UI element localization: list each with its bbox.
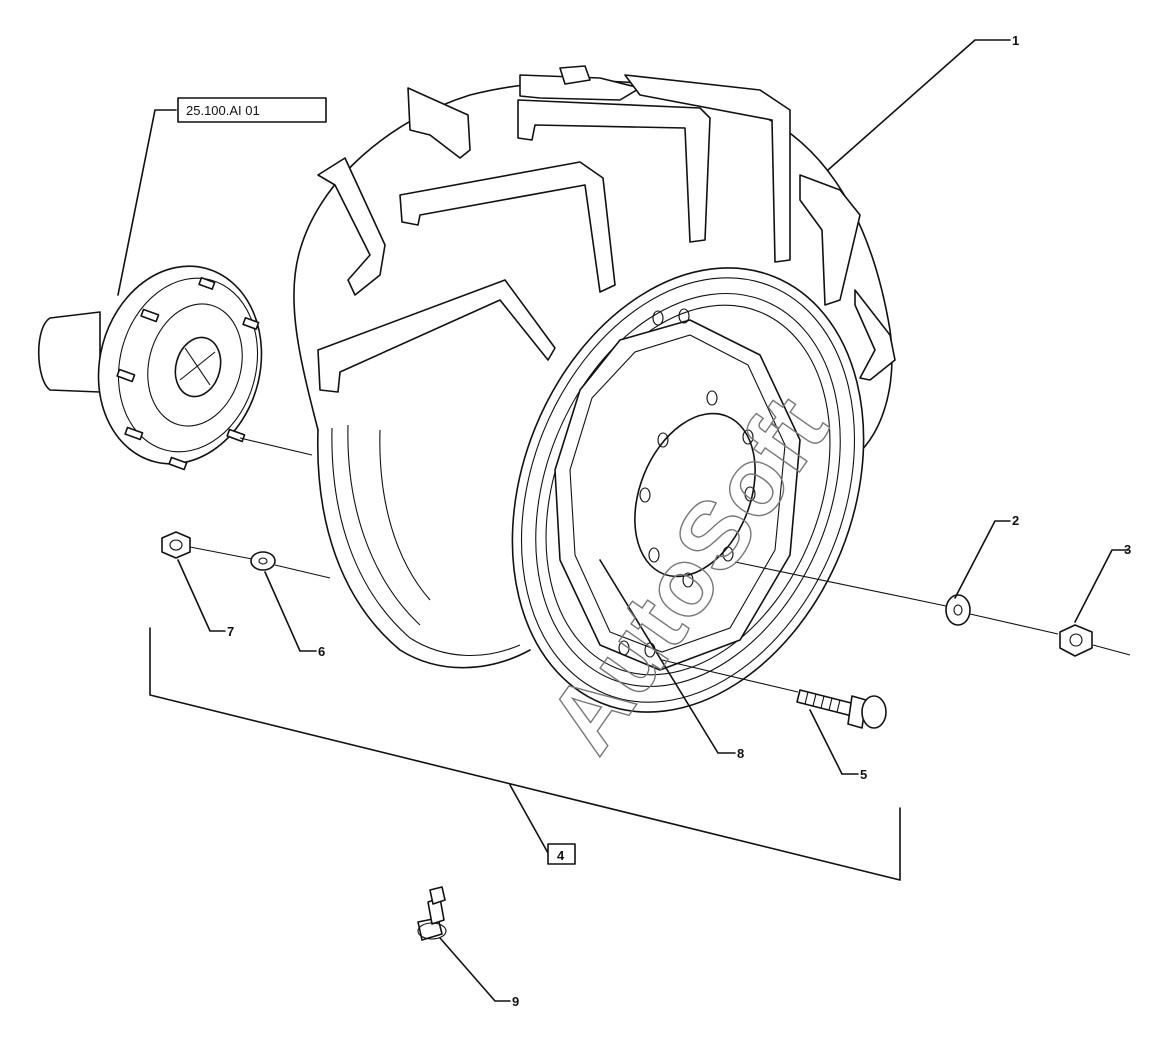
wheel-rim	[511, 267, 865, 713]
callout-6: 6	[318, 644, 325, 659]
tractor-tyre	[293, 65, 896, 669]
callout-7: 7	[227, 624, 234, 639]
callout-2: 2	[1012, 513, 1019, 528]
washer-right	[945, 594, 971, 626]
nut-left	[161, 531, 191, 559]
reference-box-label: 25.100.AI 01	[186, 103, 260, 118]
callout-4: 4	[557, 848, 565, 863]
callout-5: 5	[860, 767, 867, 782]
rim-bolt-holes	[639, 390, 756, 588]
nut-right	[1059, 624, 1093, 657]
wheel-hub	[37, 265, 263, 471]
wheel-bolt	[796, 689, 887, 729]
callout-1: 1	[1012, 33, 1019, 48]
callout-4-frame	[547, 843, 576, 865]
callout-3: 3	[1124, 542, 1131, 557]
reference-box-frame	[177, 97, 327, 123]
callout-leaders	[117, 39, 1129, 1002]
callout-8: 8	[737, 746, 744, 761]
tyre-valve	[417, 886, 447, 941]
washer-left	[250, 551, 276, 571]
callout-9: 9	[512, 994, 519, 1009]
